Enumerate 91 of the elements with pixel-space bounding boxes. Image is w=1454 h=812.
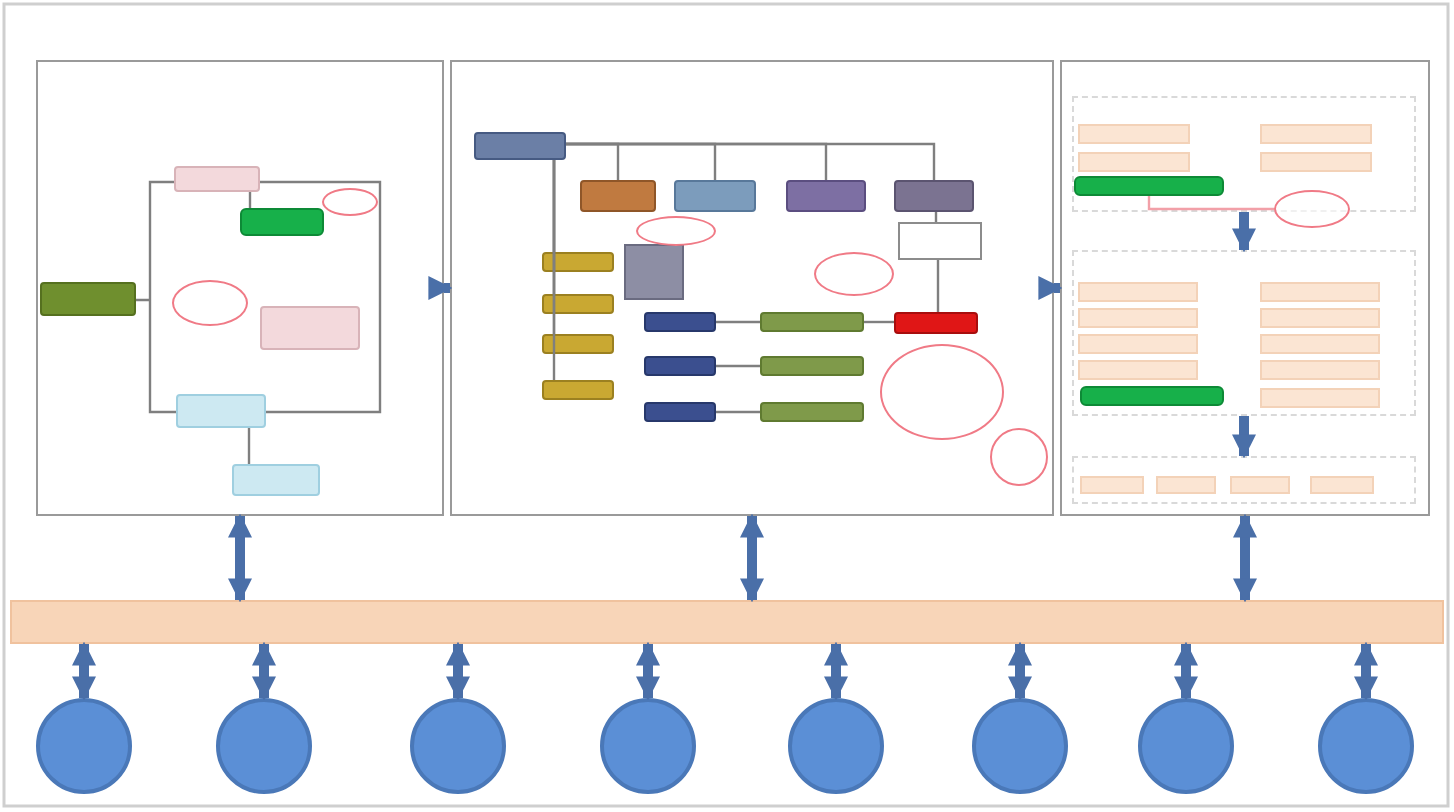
connector-line	[864, 320, 894, 324]
system-circle	[1318, 698, 1414, 794]
note-ellipse	[172, 280, 248, 326]
process-box	[1080, 476, 1144, 494]
process-box	[624, 244, 684, 300]
process-box	[240, 208, 324, 236]
process-box	[786, 180, 866, 212]
bus-bar	[10, 600, 1444, 644]
process-box	[542, 294, 614, 314]
arrow	[428, 276, 453, 300]
group-panel	[1072, 456, 1416, 504]
process-box	[1260, 334, 1380, 354]
panel-frame	[36, 60, 444, 516]
note-ellipse	[990, 428, 1048, 486]
process-box	[1078, 282, 1198, 302]
arrow	[740, 513, 764, 603]
process-box	[542, 380, 614, 400]
process-box	[644, 356, 716, 376]
arrow	[1232, 212, 1256, 253]
note-ellipse	[814, 252, 894, 296]
note-ellipse	[880, 344, 1004, 440]
connector-line	[247, 428, 251, 464]
group-panel	[1072, 96, 1416, 212]
process-box	[1260, 388, 1380, 408]
process-box	[474, 132, 566, 160]
process-box	[644, 402, 716, 422]
process-box	[898, 222, 982, 260]
process-box	[174, 166, 260, 192]
arrow	[252, 641, 276, 701]
arrow	[1038, 276, 1063, 300]
process-box	[1260, 152, 1372, 172]
process-box	[760, 356, 864, 376]
process-box	[644, 312, 716, 332]
process-box	[1260, 308, 1380, 328]
arrow	[636, 641, 660, 701]
process-box	[1078, 152, 1190, 172]
process-box	[1310, 476, 1374, 494]
arrow	[228, 513, 252, 603]
process-box	[580, 180, 656, 212]
panel-frame	[1060, 60, 1430, 516]
system-circle	[410, 698, 506, 794]
process-box	[1074, 176, 1224, 196]
process-box	[1260, 360, 1380, 380]
process-box	[1078, 308, 1198, 328]
arrow	[72, 641, 96, 701]
connector-line	[248, 192, 252, 208]
process-box	[1078, 334, 1198, 354]
system-circle	[600, 698, 696, 794]
connector-line	[716, 410, 760, 414]
connector-line	[566, 142, 936, 180]
connector-line	[934, 212, 938, 222]
process-box	[542, 252, 614, 272]
process-box	[894, 180, 974, 212]
arrow	[1233, 513, 1257, 603]
process-box	[760, 402, 864, 422]
note-ellipse	[322, 188, 378, 216]
connector-line	[1147, 196, 1274, 211]
process-box	[1156, 476, 1216, 494]
arrow	[1232, 416, 1256, 459]
process-box	[1078, 360, 1198, 380]
connector-line	[552, 160, 556, 380]
process-box	[1080, 386, 1224, 406]
arrow	[1354, 641, 1378, 701]
connector-line	[936, 260, 940, 312]
system-circle	[36, 698, 132, 794]
system-circle	[972, 698, 1068, 794]
process-box	[760, 312, 864, 332]
arrow	[446, 641, 470, 701]
process-box	[260, 306, 360, 350]
process-box	[1260, 282, 1380, 302]
process-box	[542, 334, 614, 354]
process-box	[1078, 124, 1190, 144]
note-ellipse	[636, 216, 716, 246]
panel-frame	[450, 60, 1054, 516]
arrow	[824, 641, 848, 701]
process-box	[232, 464, 320, 496]
process-box	[674, 180, 756, 212]
system-circle	[216, 698, 312, 794]
process-box	[1230, 476, 1290, 494]
system-circle	[1138, 698, 1234, 794]
note-ellipse	[1274, 190, 1350, 228]
process-box	[40, 282, 136, 316]
connector-line	[716, 364, 760, 368]
connector-line	[716, 320, 760, 324]
system-circle	[788, 698, 884, 794]
arrow	[1008, 641, 1032, 701]
process-box	[894, 312, 978, 334]
process-box	[176, 394, 266, 428]
group-panel	[1072, 250, 1416, 416]
process-box	[1260, 124, 1372, 144]
arrow	[1174, 641, 1198, 701]
